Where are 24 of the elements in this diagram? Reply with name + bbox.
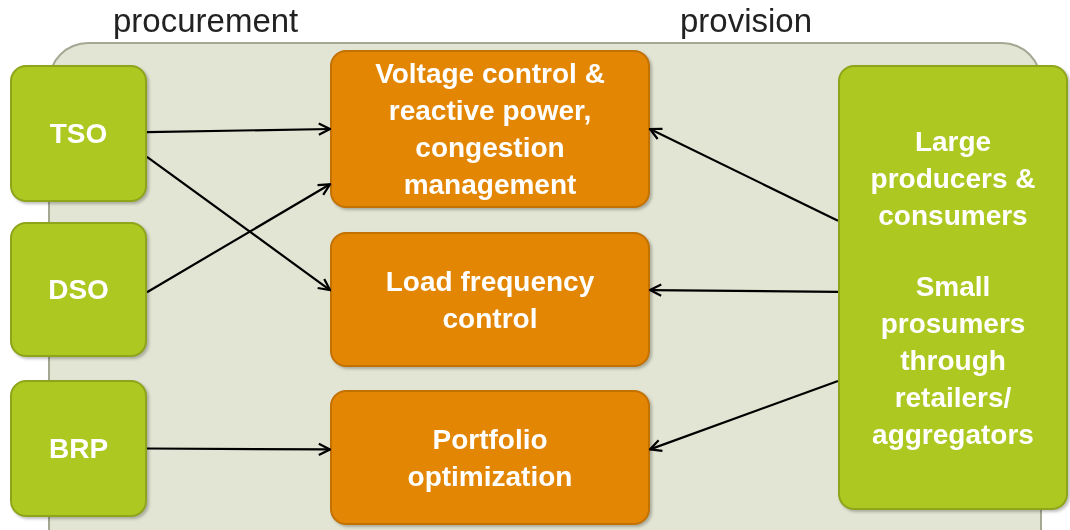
actor-box bbox=[838, 65, 1068, 510]
arrow bbox=[146, 155, 332, 292]
actor-box bbox=[10, 380, 147, 517]
service-box bbox=[330, 390, 650, 525]
arrow bbox=[146, 183, 332, 294]
actor-box bbox=[10, 65, 147, 202]
node-text: TSO bbox=[49, 117, 108, 151]
column-heading: provision bbox=[680, 2, 813, 40]
arrow bbox=[648, 283, 838, 297]
node-text: BRP bbox=[48, 432, 109, 466]
arrow bbox=[648, 127, 839, 222]
arrow bbox=[147, 122, 332, 136]
arrow bbox=[147, 442, 332, 457]
service-box bbox=[330, 50, 650, 208]
node-text: Portfolio optimization bbox=[406, 422, 574, 494]
arrow bbox=[648, 379, 839, 452]
actor-box bbox=[10, 222, 147, 357]
service-box bbox=[330, 232, 650, 367]
column-heading: procurement bbox=[113, 2, 299, 40]
node-text: Load frequency control bbox=[384, 264, 596, 336]
node-text: Voltage control & reactive power, congestion management bbox=[374, 57, 606, 202]
node-text: Small prosumers through retailers/ aggregators bbox=[871, 269, 1035, 452]
node-text: DSO bbox=[48, 273, 109, 307]
node-text: Large producers & consumers bbox=[869, 124, 1037, 233]
